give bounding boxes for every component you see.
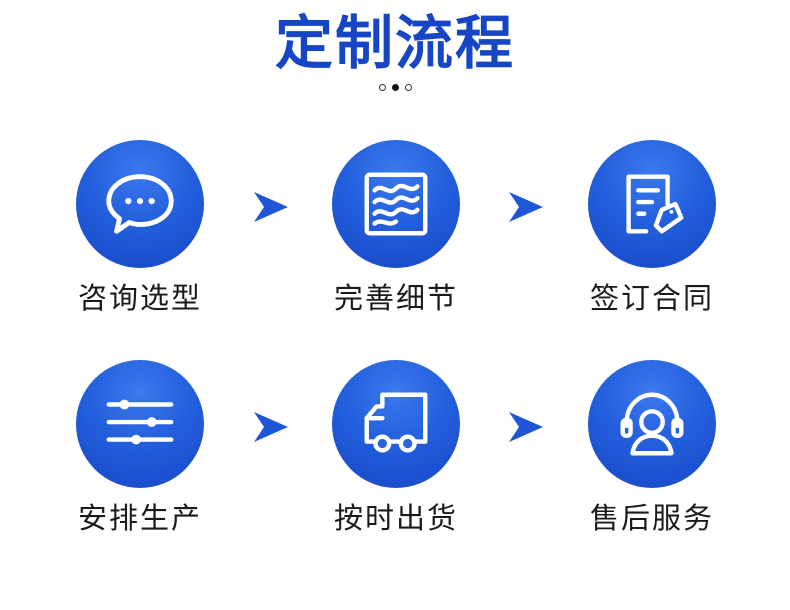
- step-consult: 咨询选型: [55, 140, 225, 316]
- arrow-right-icon: [509, 412, 543, 442]
- flow-arrow: [507, 410, 545, 444]
- step-circle: [588, 360, 716, 488]
- pagination-dot: [404, 84, 412, 91]
- headset-service-icon: [620, 392, 684, 456]
- step-shipping: 按时出货: [311, 360, 481, 536]
- step-production: 安排生产: [55, 360, 225, 536]
- flow-arrow: [252, 190, 290, 224]
- step-circle: [332, 140, 460, 268]
- step-circle: [332, 360, 460, 488]
- arrow-right-icon: [254, 412, 288, 442]
- contract-sign-icon: [626, 174, 684, 234]
- step-label: 按时出货: [333, 501, 458, 535]
- page-title: 定制流程: [274, 9, 515, 77]
- sliders-icon: [106, 399, 174, 445]
- flow-arrow: [507, 190, 545, 224]
- step-circle: [76, 140, 204, 268]
- step-circle: [76, 360, 204, 488]
- step-contract: 签订合同: [567, 140, 737, 316]
- waves-document-icon: [364, 172, 428, 236]
- step-circle: [588, 140, 716, 268]
- pagination-dots: [0, 84, 790, 91]
- arrow-right-icon: [254, 192, 288, 222]
- step-label: 完善细节: [333, 281, 458, 315]
- arrow-right-icon: [509, 192, 543, 222]
- step-refine: 完善细节: [311, 140, 481, 316]
- step-label: 签订合同: [589, 281, 714, 315]
- flow-arrow: [252, 410, 290, 444]
- step-label: 售后服务: [589, 501, 714, 535]
- truck-icon: [364, 392, 428, 453]
- pagination-dot-active: [391, 84, 399, 91]
- step-label: 安排生产: [77, 501, 202, 535]
- chat-bubble-icon: [106, 174, 174, 234]
- step-after-sales: 售后服务: [567, 360, 737, 536]
- pagination-dot: [378, 84, 386, 91]
- step-label: 咨询选型: [77, 281, 202, 315]
